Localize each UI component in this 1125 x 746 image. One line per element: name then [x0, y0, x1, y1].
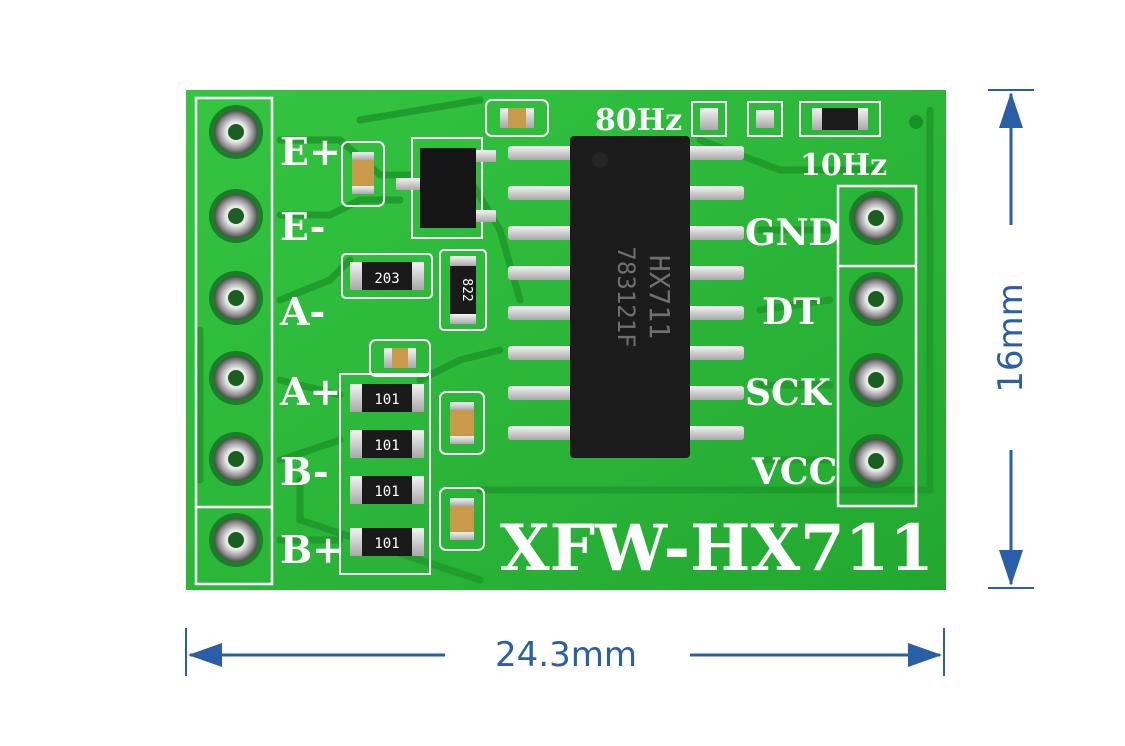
resistor-203: 203	[341, 253, 433, 299]
left-pin-labels: E+ E- A- A+ B- B+	[279, 129, 344, 572]
resistor-code-822: 822	[459, 278, 474, 301]
cap-e-plus	[341, 141, 385, 207]
height-label: 16mm	[991, 283, 1031, 393]
pin-label-b-minus: B-	[280, 449, 329, 494]
cap-low	[439, 487, 485, 551]
right-pads	[849, 191, 903, 488]
mounting-hole	[909, 115, 923, 129]
width-dimension: 24.3mm	[185, 628, 945, 676]
cap-a-plus	[369, 339, 431, 377]
left-header-outline	[194, 96, 274, 586]
resistor-code-101-d: 101	[374, 536, 399, 552]
left-pads	[209, 105, 263, 567]
rate-label-80hz: 80Hz	[595, 103, 682, 138]
pin-label-b-plus: B+	[280, 527, 344, 572]
resistor-code-101-b: 101	[374, 438, 399, 454]
resistor-101-c: 101	[350, 476, 424, 504]
pin-label-e-minus: E-	[280, 204, 325, 249]
pcb-traces	[196, 96, 934, 584]
pin-label-dt: DT	[762, 291, 820, 333]
chip-marking-line2: 783121F	[612, 246, 640, 347]
pin-label-gnd: GND	[745, 212, 840, 254]
board-name: XFW-HX711	[500, 511, 934, 586]
arrow-left-icon	[188, 643, 222, 667]
resistor-101-a: 101	[350, 384, 424, 412]
resistor-101-b: 101	[350, 430, 424, 458]
chip-marking-line1: HX711	[643, 255, 676, 339]
resistor-array-outline	[339, 373, 431, 575]
resistor-822: 822	[439, 249, 487, 331]
width-label: 24.3mm	[495, 635, 637, 675]
right-pin-labels: GND DT SCK VCC	[745, 212, 840, 493]
hx711-chip: HX711 783121F	[570, 136, 690, 458]
resistor-101-d: 101	[350, 528, 424, 556]
resistor-code-101-c: 101	[374, 484, 399, 500]
resistor-code-101-a: 101	[374, 392, 399, 408]
top-capacitor	[485, 99, 549, 137]
rate-label-10hz: 10Hz	[800, 148, 887, 183]
arrow-down-icon	[999, 550, 1023, 586]
pin-label-e-plus: E+	[280, 129, 341, 174]
pin-label-a-minus: A-	[279, 289, 325, 334]
chip-leads	[508, 146, 744, 440]
arrow-right-icon	[908, 643, 942, 667]
resistor-code-203: 203	[374, 271, 399, 287]
pin-label-vcc: VCC	[751, 451, 837, 493]
height-dimension: 16mm	[988, 89, 1034, 589]
arrow-up-icon	[999, 92, 1023, 128]
rate-jumper	[691, 101, 881, 137]
transistor	[396, 137, 496, 239]
pin-label-sck: SCK	[745, 372, 833, 414]
pin-label-a-plus: A+	[279, 369, 341, 414]
right-header-outline	[836, 184, 918, 508]
cap-mid	[439, 391, 485, 455]
